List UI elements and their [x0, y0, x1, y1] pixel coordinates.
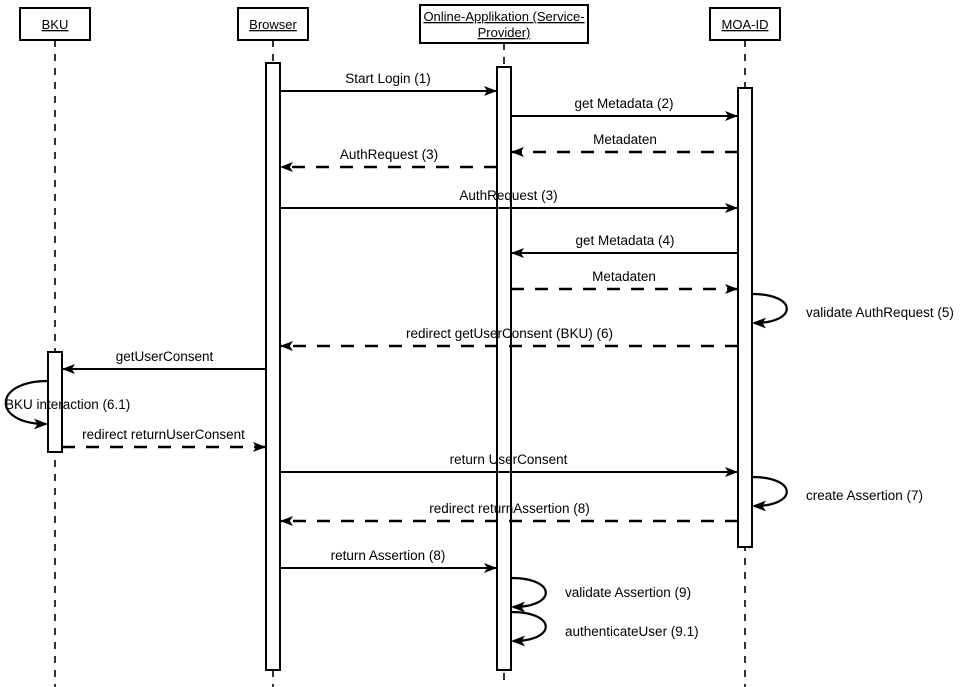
lifeline-browser[interactable]: Browser — [237, 7, 309, 687]
self-message-label-s1: validate AuthRequest (5) — [806, 305, 954, 320]
self-messages-layer: validate AuthRequest (5) BKU interaction … — [4, 292, 954, 647]
lifeline-header-online-applikation[interactable] — [419, 4, 589, 44]
message-m13[interactable]: return Assertion (8) — [280, 548, 497, 573]
message-label-m4: AuthRequest (3) — [340, 147, 438, 162]
activation-bar-browser-0 — [265, 62, 281, 671]
message-m1[interactable]: Start Login (1) — [280, 71, 497, 96]
message-label-m9: getUserConsent — [116, 349, 214, 364]
self-message-s1[interactable]: validate AuthRequest (5) — [751, 292, 954, 329]
self-message-s4[interactable]: validate Assertion (9) — [510, 576, 691, 613]
message-label-m2: get Metadata (2) — [574, 96, 673, 111]
lifeline-online-applikation[interactable]: Online-Applikation (Service-Provider) — [419, 4, 589, 687]
message-label-m6: get Metadata (4) — [575, 233, 674, 248]
message-label-m8: redirect getUserConsent (BKU) (6) — [406, 326, 613, 341]
message-m10[interactable]: redirect returnUserConsent — [62, 427, 266, 452]
self-message-label-s5: authenticateUser (9.1) — [565, 624, 699, 639]
activation-bar-online-applikation-0 — [496, 66, 512, 671]
lifeline-label-online-applikation: Online-Applikation (Service- — [423, 9, 584, 24]
message-m8[interactable]: redirect getUserConsent (BKU) (6) — [280, 326, 738, 351]
lifeline-label-bku: BKU — [42, 17, 69, 32]
message-label-m7: Metadaten — [592, 269, 656, 284]
message-label-m13: return Assertion (8) — [331, 548, 446, 563]
self-message-arrow-s4 — [510, 576, 547, 613]
self-message-arrow-s5 — [510, 610, 547, 647]
message-m9[interactable]: getUserConsent — [62, 349, 266, 374]
message-label-m11: return UserConsent — [450, 452, 568, 467]
messages-layer: Start Login (1) get Metadata (2) Metadaten… — [62, 71, 738, 573]
self-message-label-s4: validate Assertion (9) — [565, 585, 691, 600]
activation-bar-bku-0 — [47, 351, 63, 453]
lifeline-moa-id[interactable]: MOA-ID — [709, 7, 781, 687]
message-label-m5: AuthRequest (3) — [459, 188, 557, 203]
message-m6[interactable]: get Metadata (4) — [511, 233, 738, 258]
message-m2[interactable]: get Metadata (2) — [511, 96, 738, 121]
message-label-m1: Start Login (1) — [345, 71, 431, 86]
lifeline-bku[interactable]: BKU — [19, 7, 91, 687]
self-message-s3[interactable]: create Assertion (7) — [751, 475, 923, 512]
lifeline-label-online-applikation: Provider) — [478, 25, 531, 40]
lifeline-label-moa-id: MOA-ID — [722, 17, 769, 32]
message-m5[interactable]: AuthRequest (3) — [280, 188, 738, 213]
message-label-m3: Metadaten — [593, 132, 657, 147]
activation-bar-moa-id-0 — [737, 87, 753, 548]
message-label-m12: redirect returnAssertion (8) — [429, 501, 590, 516]
message-label-m10: redirect returnUserConsent — [82, 427, 245, 442]
self-message-arrow-s1 — [751, 292, 788, 329]
message-m7[interactable]: Metadaten — [511, 269, 738, 294]
message-m11[interactable]: return UserConsent — [280, 452, 738, 477]
self-message-label-s3: create Assertion (7) — [806, 488, 923, 503]
lifeline-header-bku[interactable] — [19, 7, 91, 41]
message-m12[interactable]: redirect returnAssertion (8) — [280, 501, 738, 526]
self-message-s5[interactable]: authenticateUser (9.1) — [510, 610, 699, 647]
self-message-arrow-s2 — [4, 379, 49, 430]
lifeline-header-browser[interactable] — [237, 7, 309, 41]
message-m4[interactable]: AuthRequest (3) — [280, 147, 497, 172]
lifeline-label-browser: Browser — [249, 17, 297, 32]
message-m3[interactable]: Metadaten — [511, 132, 738, 157]
self-message-label-s2: BKU interaction (6.1) — [5, 397, 130, 412]
self-message-arrow-s3 — [751, 475, 788, 512]
self-message-s2[interactable]: BKU interaction (6.1) — [4, 379, 130, 430]
lifelines-layer: BKU Browser Online-Applikation (Service-Pr… — [19, 4, 781, 687]
lifeline-header-moa-id[interactable] — [709, 7, 781, 41]
